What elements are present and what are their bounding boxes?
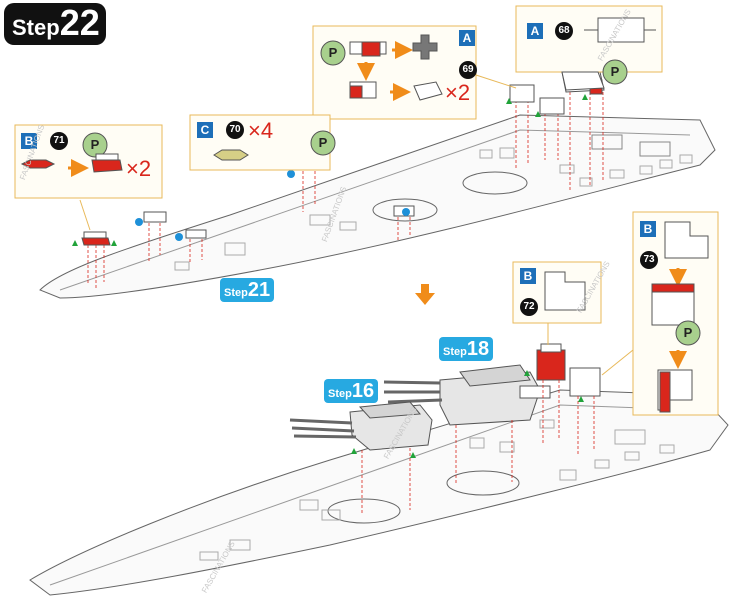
part-number-71: 71: [50, 132, 68, 150]
step-18-number: 18: [466, 338, 490, 360]
letter-b-box: B: [640, 221, 656, 237]
peel-label: P: [610, 64, 620, 79]
down-arrow-icon: [415, 284, 435, 305]
step-number: 22: [59, 2, 100, 43]
turret-16: [289, 401, 433, 451]
letter-a-box: A: [459, 30, 475, 46]
upper-hull: [39, 114, 716, 299]
callout-a68: [515, 5, 663, 91]
step-21-label: Step 21: [220, 278, 275, 302]
callout-b71: [14, 124, 163, 231]
letter-a-box: A: [527, 23, 543, 39]
step-21-number: 21: [247, 279, 271, 301]
callout-a69: [312, 25, 517, 120]
lower-parts: [536, 343, 601, 397]
peel-label: P: [683, 325, 693, 340]
upper-markers: [72, 94, 588, 246]
step-16-label: Step 16: [324, 379, 379, 403]
letter-c-box: C: [197, 122, 213, 138]
callout-b72: [512, 261, 602, 345]
step-16-word: Step: [328, 388, 352, 400]
letter-b-box: B: [21, 133, 37, 149]
multiplier-x2: ×2: [126, 156, 152, 181]
multiplier-x4: ×4: [248, 118, 274, 143]
lower-guide-lines: [361, 380, 595, 515]
peel-label: P: [90, 137, 100, 152]
callout-c70: [189, 114, 336, 171]
part-number-69: 69: [459, 61, 477, 79]
multiplier-x2: ×2: [445, 80, 471, 105]
part-number-68: 68: [555, 22, 573, 40]
turret-18: [383, 364, 551, 426]
part-number-72: 72: [520, 298, 538, 316]
step-18-word: Step: [443, 346, 467, 358]
step-badge: Step 22: [4, 3, 106, 45]
step-16-number: 16: [351, 380, 375, 402]
peel-label: P: [328, 45, 338, 60]
step-21-word: Step: [224, 287, 248, 299]
letter-b-box: B: [520, 268, 536, 284]
part-number-73: 73: [640, 251, 658, 269]
peel-label: P: [318, 135, 328, 150]
callout-b73: [601, 211, 719, 416]
part-number-70: 70: [226, 121, 244, 139]
upper-guide-lines: [87, 92, 604, 288]
lower-markers: [351, 370, 584, 458]
step-word: Step: [12, 15, 60, 40]
step-18-label: Step 18: [439, 337, 494, 361]
